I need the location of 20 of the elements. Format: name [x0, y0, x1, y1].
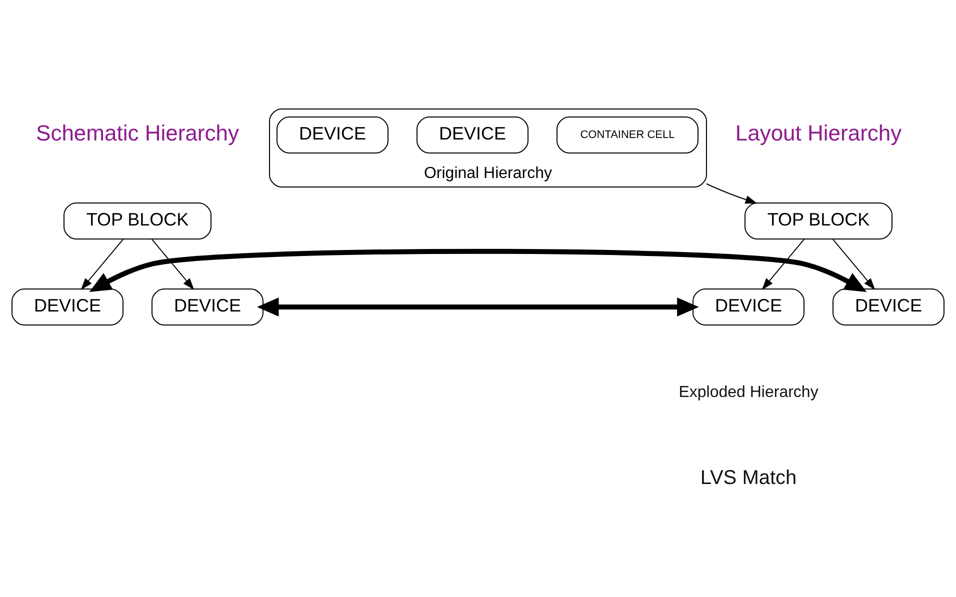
arrow	[80, 238, 124, 290]
node-box: DEVICE	[276, 116, 388, 153]
label: LVS Match	[700, 466, 797, 488]
arrow	[89, 248, 867, 292]
node-box: TOP BLOCK	[64, 202, 212, 239]
arrow	[152, 238, 194, 290]
label: Layout Hierarchy	[735, 120, 902, 146]
label: Schematic Hierarchy	[36, 120, 239, 146]
node-box: DEVICE	[832, 288, 944, 325]
node-box: TOP BLOCK	[744, 202, 892, 239]
arrow	[832, 238, 876, 290]
node-box: DEVICE	[152, 288, 264, 325]
arrow	[257, 296, 699, 316]
node-box: DEVICE	[692, 288, 804, 325]
node-box: DEVICE	[416, 116, 528, 153]
node-box: CONTAINER CELL	[556, 116, 698, 153]
label: Exploded Hierarchy	[678, 383, 818, 400]
node-box: DEVICE	[12, 288, 124, 325]
arrow	[762, 238, 804, 290]
arrow	[706, 182, 758, 204]
